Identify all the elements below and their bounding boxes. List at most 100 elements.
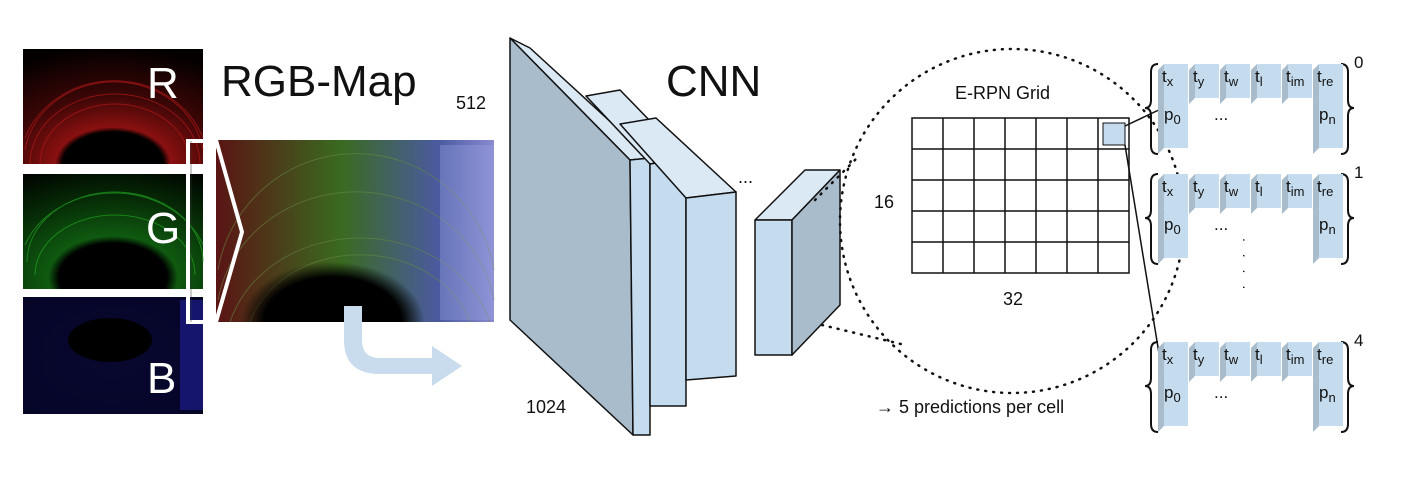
class-term-last: pn	[1319, 383, 1336, 405]
left-brace	[1144, 63, 1159, 155]
cnn-title: CNN	[666, 57, 762, 106]
prediction-cell-side	[1220, 174, 1226, 214]
prediction-cell	[1288, 64, 1312, 98]
prediction-cell-side	[1251, 174, 1257, 214]
width-dim-label: 1024	[526, 397, 567, 417]
prediction-term: ty	[1193, 345, 1205, 367]
e-rpn-grid	[911, 117, 1130, 274]
prediction-cell-side	[1189, 174, 1195, 214]
prediction-term: tw	[1224, 67, 1239, 89]
prediction-cell-side	[1220, 64, 1226, 104]
prediction-cell	[1257, 64, 1281, 98]
prediction-term: tre	[1317, 345, 1334, 367]
grid-title: E-RPN Grid	[955, 83, 1051, 103]
prediction-term: tw	[1224, 345, 1239, 367]
prediction-term: tim	[1286, 345, 1305, 367]
prediction-cell	[1195, 342, 1219, 376]
prediction-cell	[1164, 342, 1188, 376]
class-term-dots: ...	[1214, 105, 1229, 124]
prediction-cell	[1319, 342, 1343, 376]
class-cell-side	[1313, 208, 1319, 264]
prediction-term: ty	[1193, 177, 1205, 199]
prediction-cell	[1257, 174, 1281, 208]
prediction-cell	[1257, 342, 1281, 376]
prediction-cell	[1226, 174, 1250, 208]
right-brace	[1340, 341, 1355, 433]
class-term-dots: ...	[1214, 383, 1229, 402]
left-brace	[1144, 341, 1159, 433]
prediction-cell-side	[1313, 64, 1319, 104]
prediction-cell-side	[1313, 342, 1319, 382]
prediction-braces	[1144, 341, 1355, 433]
prediction-cell	[1319, 64, 1343, 98]
class-cell	[1164, 208, 1188, 258]
class-term-dots: ...	[1214, 215, 1229, 234]
highlighted-cell	[1102, 122, 1126, 146]
prediction-term: tl	[1255, 345, 1263, 367]
prediction-cell-side	[1251, 342, 1257, 382]
prediction-term: tw	[1224, 177, 1239, 199]
prediction-cell	[1195, 64, 1219, 98]
class-term-first: p0	[1164, 383, 1181, 405]
rgb-map-title: RGB-Map	[221, 57, 417, 106]
prediction-braces	[1144, 173, 1355, 265]
class-cell	[1319, 98, 1343, 148]
prediction-term: tl	[1255, 177, 1263, 199]
prediction-term: tx	[1162, 177, 1174, 199]
prediction-cell-side	[1313, 174, 1319, 214]
channel-label-r: R	[147, 59, 179, 108]
prediction-cell-side	[1220, 342, 1226, 382]
right-brace	[1340, 63, 1355, 155]
class-cell	[1164, 98, 1188, 148]
prediction-cell-side	[1158, 64, 1164, 104]
channel-label-g: G	[146, 204, 181, 253]
prediction-term: tim	[1286, 67, 1305, 89]
class-cell-side	[1313, 98, 1319, 154]
prediction-cell-side	[1282, 174, 1288, 214]
prediction-cell	[1164, 174, 1188, 208]
prediction-cell-side	[1158, 174, 1164, 214]
class-cell-side	[1158, 376, 1164, 432]
left-brace	[1144, 173, 1159, 265]
class-cell	[1319, 376, 1343, 426]
class-term-first: p0	[1164, 105, 1181, 127]
class-cell	[1319, 208, 1343, 258]
class-cell-side	[1158, 98, 1164, 154]
prediction-cell-side	[1282, 342, 1288, 382]
height-dim-label: 512	[456, 93, 487, 113]
prediction-cell	[1195, 174, 1219, 208]
prediction-braces	[1144, 63, 1355, 155]
grid-cols-label: 32	[1003, 289, 1024, 309]
predictions-note: → 5 predictions per cell	[876, 397, 1065, 417]
prediction-cell	[1226, 64, 1250, 98]
prediction-cell-side	[1189, 342, 1195, 382]
prediction-term: tim	[1286, 177, 1305, 199]
prediction-cell	[1226, 342, 1250, 376]
vertical-dots: . . . .	[1240, 238, 1256, 294]
prediction-cell-side	[1282, 64, 1288, 104]
rgb-channels	[23, 49, 495, 414]
prediction-cell-side	[1189, 64, 1195, 104]
cnn-blocks	[509, 37, 841, 436]
prediction-cell-side	[1158, 342, 1164, 382]
class-cell-side	[1158, 208, 1164, 264]
flow-arrow	[344, 306, 462, 386]
prediction-cell-side	[1251, 64, 1257, 104]
cnn-ellipsis: ...	[738, 167, 754, 187]
prediction-cell	[1319, 174, 1343, 208]
prediction-term: tx	[1162, 345, 1174, 367]
class-term-last: pn	[1319, 105, 1336, 127]
prediction-index: 1	[1354, 163, 1364, 182]
class-cell-side	[1313, 376, 1319, 432]
class-term-last: pn	[1319, 215, 1336, 237]
prediction-index: 0	[1354, 53, 1364, 72]
prediction-term: ty	[1193, 67, 1205, 89]
channel-label-b: B	[147, 354, 177, 403]
prediction-cell	[1288, 174, 1312, 208]
class-term-first: p0	[1164, 215, 1181, 237]
prediction-term: tre	[1317, 67, 1334, 89]
